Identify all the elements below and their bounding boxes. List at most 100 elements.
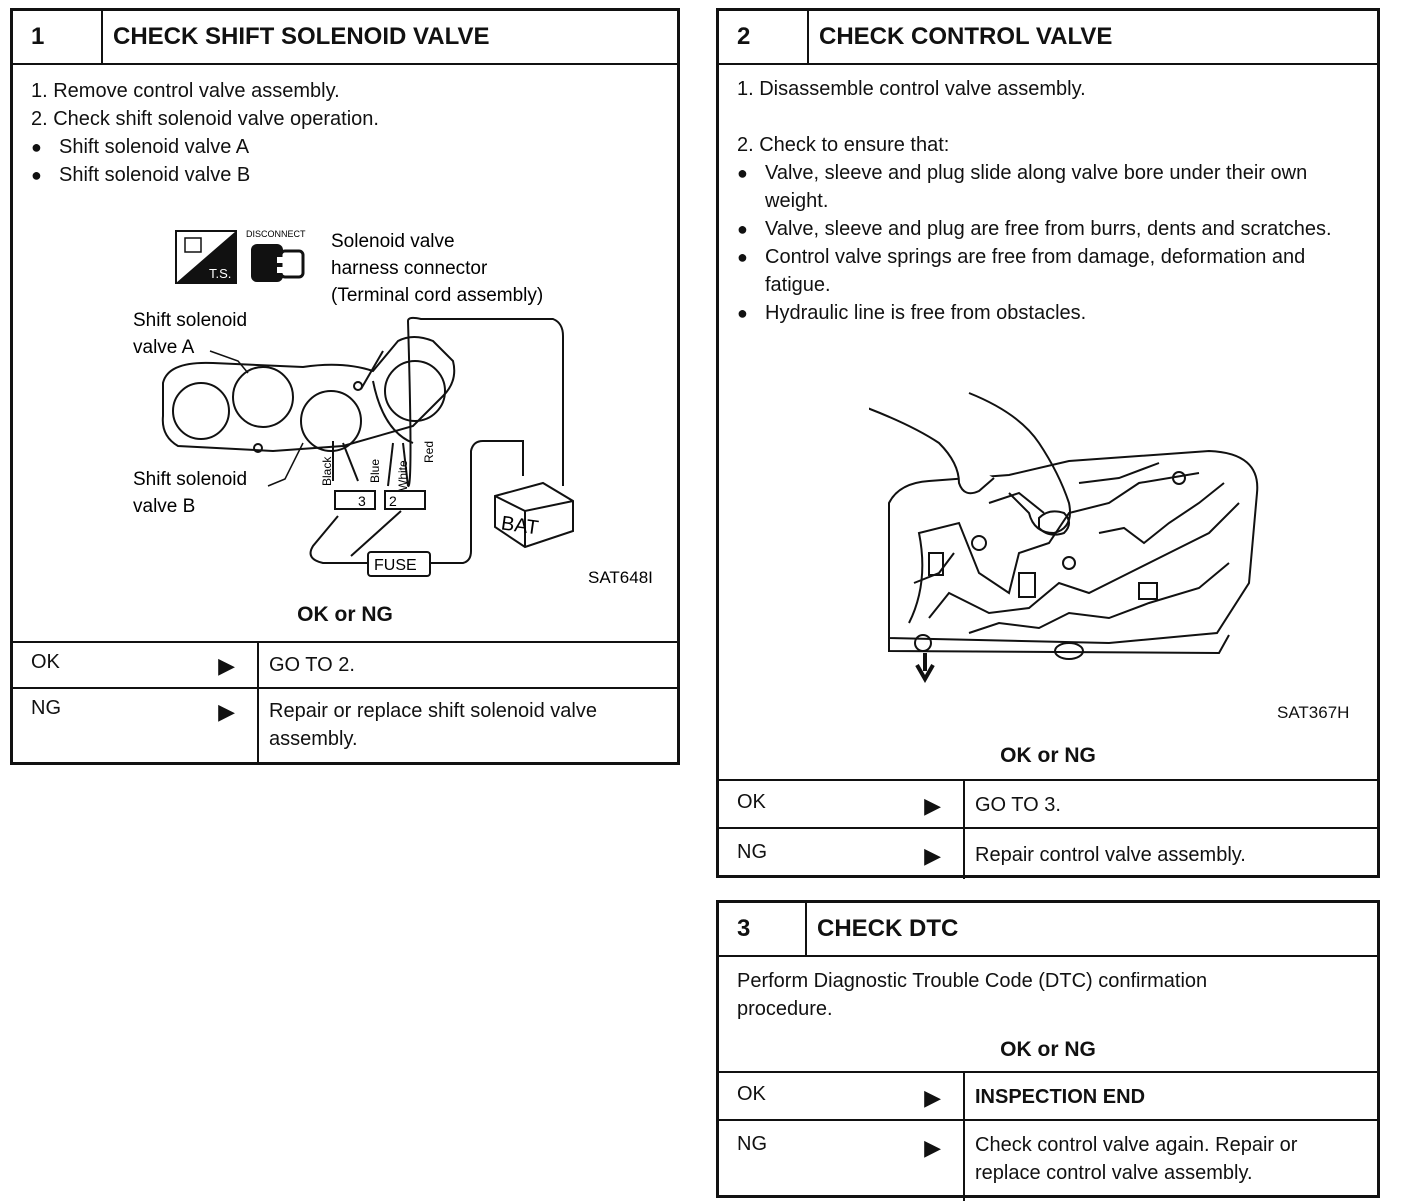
bullet-icon: ● <box>737 247 748 267</box>
step-3-header: 3 CHECK DTC <box>719 903 1377 957</box>
step-3-panel: 3 CHECK DTC Perform Diagnostic Trouble C… <box>716 900 1380 1201</box>
right-triangle-arrow-icon: ▶ <box>924 1085 941 1110</box>
step-2-panel: 2 CHECK CONTROL VALVE 1. Disassemble con… <box>716 8 1380 879</box>
step-2-ok-action: GO TO 3. <box>975 794 1061 816</box>
step-2-ng-row: NG ▶ Repair control valve assembly. <box>719 827 1377 879</box>
step-2-instructions: 1. Disassemble control valve assembly. 2… <box>719 65 1377 327</box>
right-triangle-arrow-icon: ▶ <box>924 843 941 868</box>
disconnect-connector-icon: DISCONNECT <box>246 229 306 282</box>
figure-code-sat367h: SAT367H <box>1277 703 1350 722</box>
step-3-text: Perform Diagnostic Trouble Code (DTC) co… <box>737 970 1208 1020</box>
step-3-ng-action: Check control valve again. Repair or rep… <box>975 1134 1298 1184</box>
step-2-bullet-1: Valve, sleeve and plug slide along valve… <box>765 162 1308 212</box>
solenoid-wiring-figure: T.S. DISCONNECT Solenoid valve harness c… <box>133 229 653 587</box>
control-valve-figure <box>869 392 1259 683</box>
result-label: OK ▶ <box>719 781 965 827</box>
step-2-bullet: ● Valve, sleeve and plug are free from bu… <box>737 215 1361 243</box>
connector-label-1: Solenoid valve <box>331 231 455 252</box>
step-1-ok-ng-label: OK or NG <box>297 603 393 626</box>
step-2-line-2: 2. Check to ensure that: <box>737 134 950 156</box>
step-3-ok-action: INSPECTION END <box>975 1086 1146 1108</box>
battery-label: BAT <box>500 512 540 539</box>
connector-label-2: harness connector <box>331 258 488 279</box>
ts-icon: T.S. <box>175 230 237 284</box>
step-3-ok-ng-label: OK or NG <box>1000 1038 1096 1061</box>
step-1-ok-row: OK ▶ GO TO 2. <box>13 641 677 687</box>
step-1-panel: 1 CHECK SHIFT SOLENOID VALVE 1. Remove c… <box>10 8 680 765</box>
ng-result: NG <box>737 841 767 863</box>
step-2-bullet: ● Hydraulic line is free from obstacles. <box>737 299 1361 327</box>
step-1-line-1: 1. Remove control valve assembly. <box>31 80 340 102</box>
ok-result: OK <box>31 651 60 673</box>
step-3-ng-row: NG ▶ Check control valve again. Repair or… <box>719 1119 1377 1201</box>
ts-label: T.S. <box>209 266 231 281</box>
wire-white-label: White <box>396 460 410 491</box>
valve-a-label-2: valve A <box>133 337 195 358</box>
step-3-results: OK ▶ INSPECTION END NG ▶ Check control val… <box>719 1071 1377 1201</box>
battery-icon: BAT <box>494 481 574 549</box>
wire-blue-label: Blue <box>368 459 382 483</box>
result-label: NG ▶ <box>719 1121 965 1201</box>
result-label: OK ▶ <box>719 1073 965 1119</box>
step-1-bullet-b: Shift solenoid valve B <box>59 164 251 186</box>
right-triangle-arrow-icon: ▶ <box>924 1135 941 1160</box>
step-2-results: OK ▶ GO TO 3. NG ▶ Repair control valve as… <box>719 779 1377 879</box>
step-3-number: 3 <box>719 903 807 955</box>
wire-harness <box>309 316 564 564</box>
connector-label-3: (Terminal cord assembly) <box>331 285 543 306</box>
down-arrow-icon <box>915 653 935 683</box>
step-1-ok-action: GO TO 2. <box>269 654 355 676</box>
step-1-title: CHECK SHIFT SOLENOID VALVE <box>113 23 490 50</box>
step-1-instructions: 1. Remove control valve assembly. 2. Che… <box>13 65 677 189</box>
step-2-bullet-4: Hydraulic line is free from obstacles. <box>765 302 1087 324</box>
terminal-3-label: 3 <box>358 493 366 509</box>
solenoid-valve-body <box>161 336 456 453</box>
right-triangle-arrow-icon: ▶ <box>218 653 235 678</box>
step-2-bullet: ● Control valve springs are free from dam… <box>737 243 1361 299</box>
terminal-2: 2 <box>384 490 426 510</box>
step-2-title: CHECK CONTROL VALVE <box>819 23 1113 50</box>
bullet-icon: ● <box>31 137 42 157</box>
figure-code-sat648i: SAT648I <box>588 568 653 587</box>
step-1-number: 1 <box>13 11 103 63</box>
wire-black-label: Black <box>320 456 334 486</box>
step-2-bullet-3: Control valve springs are free from dama… <box>765 246 1306 296</box>
result-label: NG ▶ <box>13 689 259 765</box>
bullet-icon: ● <box>31 165 42 185</box>
step-3-instructions: Perform Diagnostic Trouble Code (DTC) co… <box>719 957 1313 1023</box>
valve-a-label-1: Shift solenoid <box>133 310 247 331</box>
step-3-ok-row: OK ▶ INSPECTION END <box>719 1071 1377 1119</box>
step-1-bullet: ● Shift solenoid valve A <box>31 133 661 161</box>
disconnect-label: DISCONNECT <box>246 229 306 239</box>
step-3-title: CHECK DTC <box>817 915 959 942</box>
step-1-results: OK ▶ GO TO 2. NG ▶ Repair or replace shift… <box>13 641 677 765</box>
step-2-number: 2 <box>719 11 809 63</box>
step-2-header: 2 CHECK CONTROL VALVE <box>719 11 1377 65</box>
step-2-bullet-2: Valve, sleeve and plug are free from bur… <box>765 218 1332 240</box>
fuse-label: FUSE <box>374 557 417 574</box>
step-2-ok-ng-label: OK or NG <box>1000 744 1096 767</box>
right-triangle-arrow-icon: ▶ <box>924 793 941 818</box>
step-2-ok-row: OK ▶ GO TO 3. <box>719 779 1377 827</box>
step-2-line-1: 1. Disassemble control valve assembly. <box>737 78 1086 100</box>
bullet-icon: ● <box>737 219 748 239</box>
step-1-ng-action: Repair or replace shift solenoid valve a… <box>269 700 597 750</box>
step-2-ng-action: Repair control valve assembly. <box>975 844 1246 866</box>
step-1-header: 1 CHECK SHIFT SOLENOID VALVE <box>13 11 677 65</box>
fuse-icon: FUSE <box>367 551 431 577</box>
step-1-bullet-a: Shift solenoid valve A <box>59 136 250 158</box>
result-label: OK ▶ <box>13 643 259 687</box>
bullet-icon: ● <box>737 303 748 323</box>
valve-b-label-2: valve B <box>133 496 195 517</box>
ng-result: NG <box>737 1133 767 1155</box>
right-triangle-arrow-icon: ▶ <box>218 699 235 724</box>
ng-result: NG <box>31 697 61 719</box>
ok-result: OK <box>737 791 766 813</box>
ok-result: OK <box>737 1083 766 1105</box>
bullet-icon: ● <box>737 163 748 183</box>
terminal-3: 3 <box>334 490 376 510</box>
wire-red-label: Red <box>422 441 436 463</box>
step-1-line-2: 2. Check shift solenoid valve operation. <box>31 108 379 130</box>
result-label: NG ▶ <box>719 829 965 879</box>
step-1-ng-row: NG ▶ Repair or replace shift solenoid val… <box>13 687 677 765</box>
